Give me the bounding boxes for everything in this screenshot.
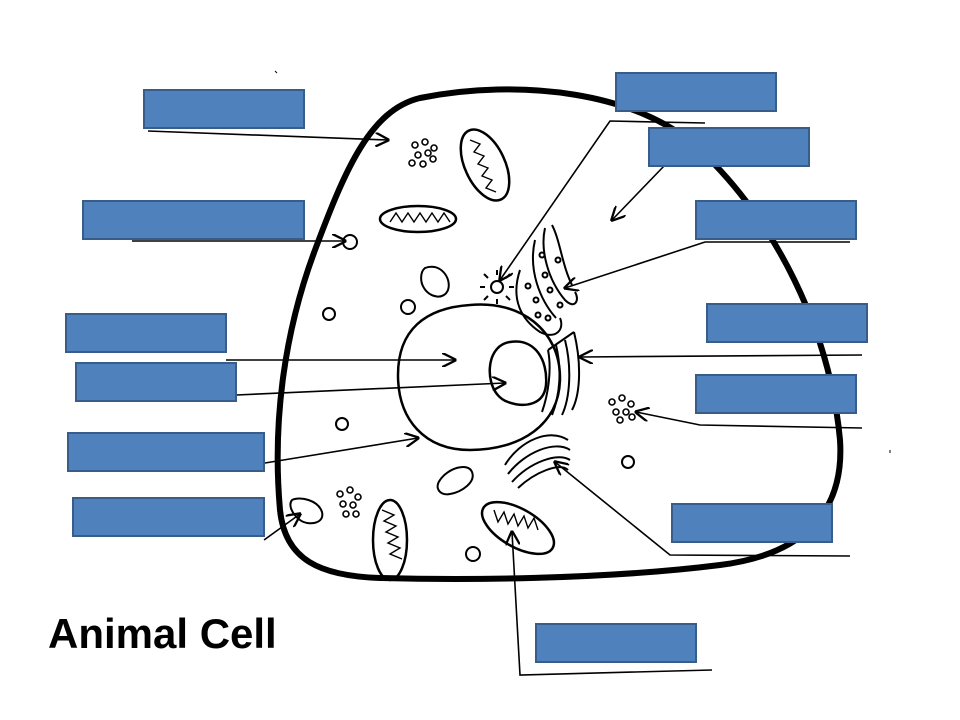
mitochondrion-top	[459, 128, 511, 202]
centrosome	[480, 270, 514, 304]
ribosome-cluster-top	[408, 138, 438, 168]
label-box-right-2[interactable]	[648, 127, 810, 167]
label-box-left-5[interactable]	[67, 432, 265, 472]
label-box-left-4[interactable]	[75, 362, 237, 402]
diagram-title: Animal Cell	[48, 610, 277, 657]
golgi-apparatus	[504, 434, 571, 489]
label-box-left-1[interactable]	[143, 89, 305, 129]
label-box-right-4[interactable]	[706, 303, 868, 343]
stray-mark	[274, 70, 278, 74]
label-box-left-2[interactable]	[82, 200, 305, 240]
mitochondrion-bottom-center	[480, 500, 556, 556]
label-box-right-1[interactable]	[615, 72, 777, 112]
ribosome-cluster-right	[608, 394, 636, 424]
pointer-lines	[132, 120, 863, 676]
label-box-right-6[interactable]	[671, 503, 833, 543]
nucleolus	[488, 340, 548, 406]
mitochondrion-bottom-left	[371, 498, 409, 582]
vesicles	[289, 234, 635, 562]
ribosome-cluster-bottom	[336, 486, 362, 518]
label-box-right-3[interactable]	[695, 200, 857, 240]
rough-endoplasmic-reticulum	[515, 224, 578, 336]
mitochondrion-upper-left	[378, 204, 458, 234]
label-box-bottom[interactable]	[535, 623, 697, 663]
label-box-left-6[interactable]	[72, 497, 265, 537]
nucleus	[396, 303, 562, 452]
smooth-endoplasmic-reticulum	[541, 331, 581, 416]
label-box-right-5[interactable]	[695, 374, 857, 414]
label-box-left-3[interactable]	[65, 313, 227, 353]
